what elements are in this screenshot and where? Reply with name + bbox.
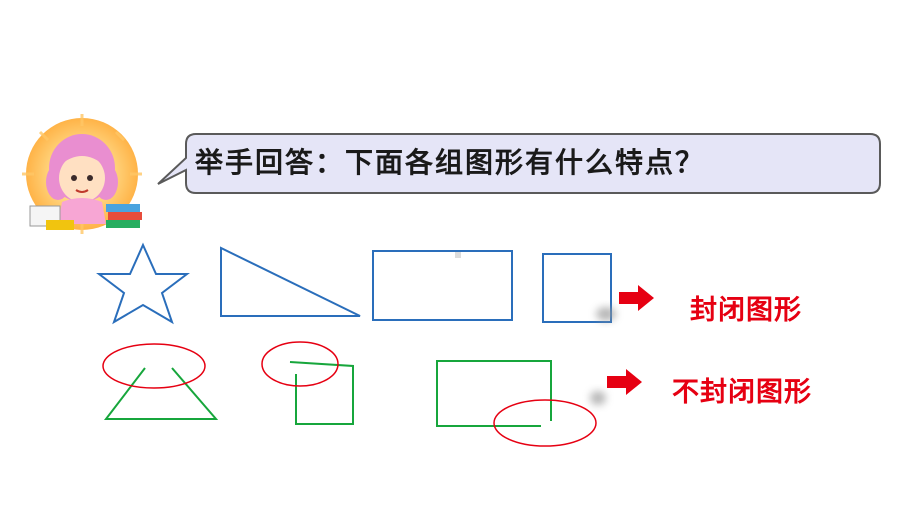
open-triangle-shape [103,367,219,420]
gap-highlight-ellipse [261,341,339,387]
gap-highlight-ellipse [102,343,206,389]
speech-bubble [157,133,881,194]
closed-shapes-label: 封闭图形 [690,295,802,326]
right-arrow-icon [607,369,642,395]
arrow-shadow [596,307,616,321]
question-text: 举手回答：下面各组图形有什么特点？ [195,146,706,179]
open-shapes-label: 不封闭图形 [672,377,812,408]
star-shape [96,242,190,325]
girl-reading-icon [22,114,142,234]
artifact-dot [455,252,461,258]
gap-highlight-ellipse [493,399,597,447]
open-square-shape [289,361,354,425]
arrow-shadow [590,391,606,405]
square-shape [542,253,612,323]
right-triangle-shape [220,246,361,317]
right-arrow-icon [619,285,654,311]
open-rectangle-shape [436,360,552,427]
rectangle-shape [372,250,513,321]
